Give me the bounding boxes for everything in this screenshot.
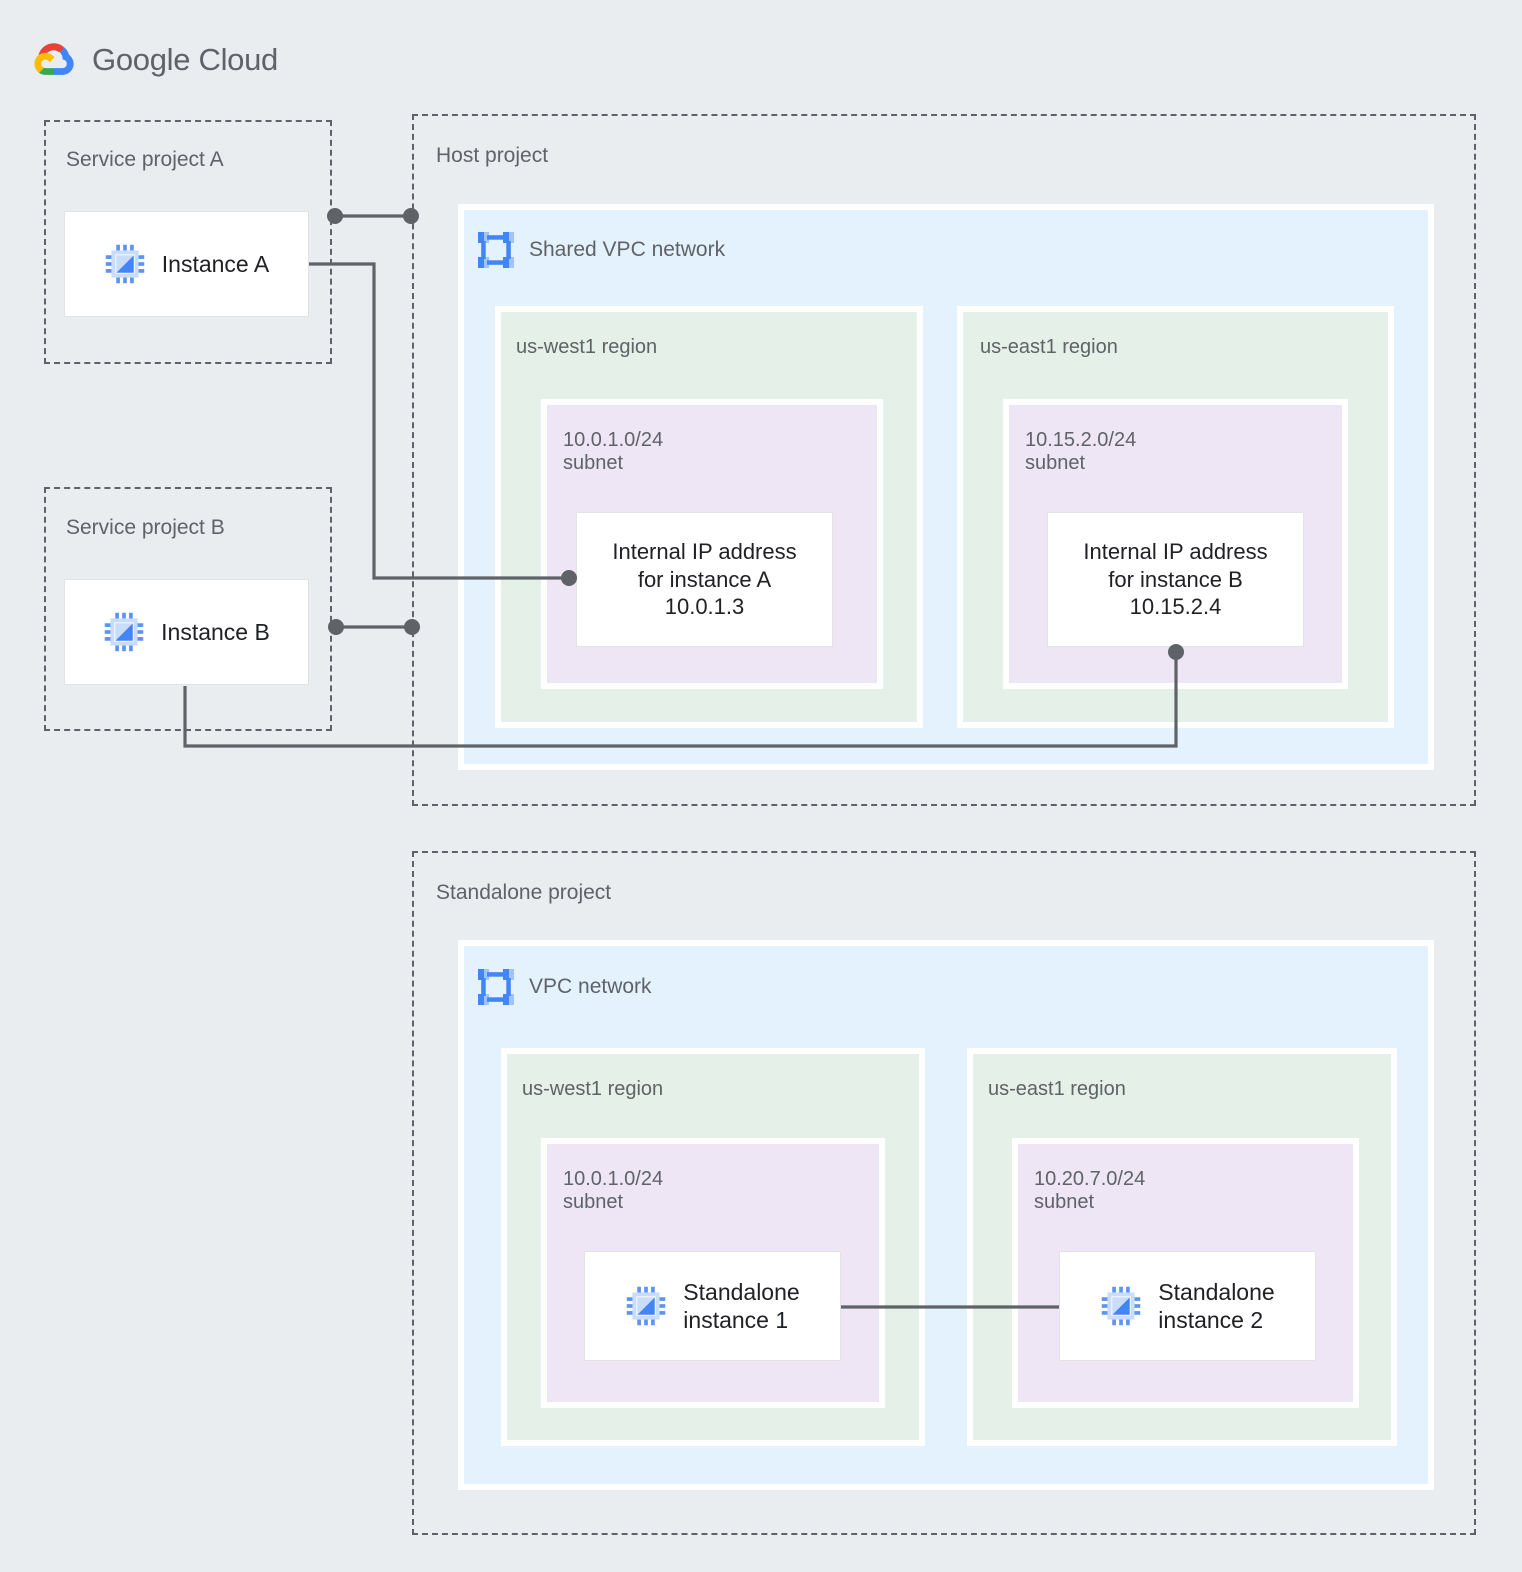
standalone-project-label: Standalone project [436,881,612,904]
shared-vpc-network-header: Shared VPC network [476,230,725,270]
brand-name-bold: Google [92,42,191,77]
standalone-project-container [412,851,1476,1535]
shared-vpc-network-label: Shared VPC network [529,238,726,261]
standalone-instance-2-card[interactable]: Standalone instance 2 [1059,1251,1316,1361]
standalone-subnet-us-west1-label: 10.0.1.0/24 subnet [563,1168,664,1213]
service-project-a-container [44,120,332,364]
host-project-label: Host project [436,144,549,167]
internal-ip-instance-b-card[interactable]: Internal IP address for instance B 10.15… [1047,512,1304,647]
standalone-instance-2-label: Standalone instance 2 [1158,1278,1275,1333]
service-project-b-label: Service project B [66,516,225,539]
standalone-region-us-east1-label: us-east1 region [988,1078,1126,1100]
host-region-us-east1-label: us-east1 region [980,336,1118,358]
instance-b-card[interactable]: Instance B [64,579,309,685]
google-cloud-logo: Google Cloud [34,38,278,82]
internal-ip-instance-b-text: Internal IP address for instance B 10.15… [1083,538,1268,620]
standalone-instance-1-label: Standalone instance 1 [683,1278,800,1333]
service-project-a-label: Service project A [66,148,224,171]
standalone-subnet-us-east1-label: 10.20.7.0/24 subnet [1034,1168,1146,1213]
brand-name-light: Cloud [190,42,278,77]
instance-b-label: Instance B [161,618,270,645]
vpc-network-icon [478,969,514,1005]
host-subnet-us-west1-label: 10.0.1.0/24 subnet [563,429,664,474]
standalone-region-us-west1-label: us-west1 region [522,1078,664,1100]
vm-instance-icon [105,244,145,284]
google-cloud-wordmark: Google Cloud [92,42,278,78]
internal-ip-instance-a-text: Internal IP address for instance A 10.0.… [612,538,797,620]
vpc-network-header: VPC network [476,967,652,1007]
internal-ip-instance-a-card[interactable]: Internal IP address for instance A 10.0.… [576,512,833,647]
google-cloud-logo-icon [34,43,74,75]
vpc-network-icon [478,232,514,268]
vm-instance-icon [627,1286,666,1326]
host-subnet-us-east1-label: 10.15.2.0/24 subnet [1025,429,1137,474]
vm-instance-icon [1102,1286,1141,1326]
standalone-instance-1-card[interactable]: Standalone instance 1 [584,1251,841,1361]
host-region-us-west1-label: us-west1 region [516,336,658,358]
vpc-network-label: VPC network [529,975,652,998]
instance-a-card[interactable]: Instance A [64,211,309,317]
instance-a-label: Instance A [161,250,270,277]
vm-instance-icon [104,612,144,652]
